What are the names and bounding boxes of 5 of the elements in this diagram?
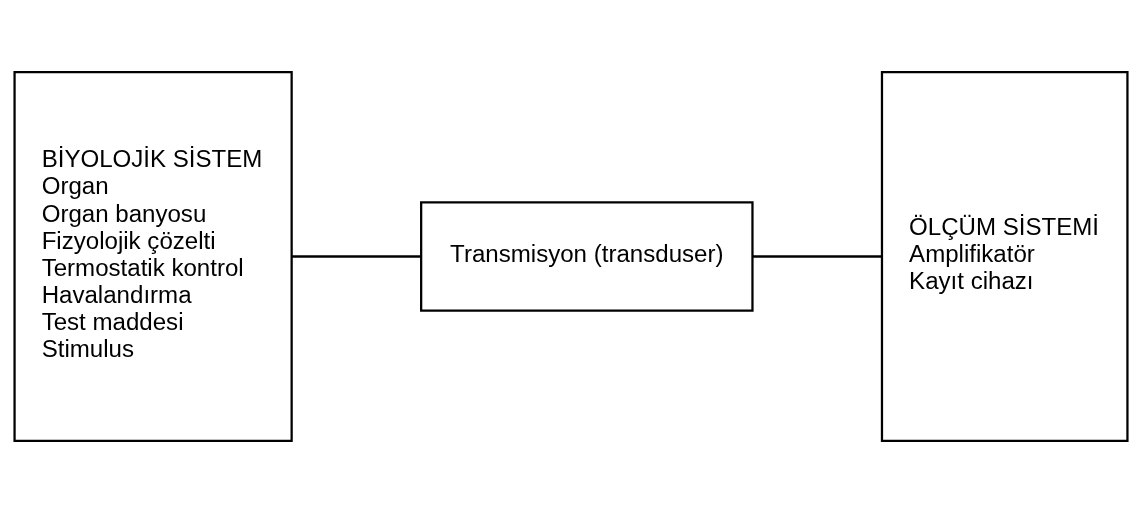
node-box: Transmisyon (transduser): [420, 201, 754, 312]
connector: [292, 255, 421, 258]
connector: [752, 255, 882, 258]
node-box: ÖLÇÜM SİSTEMİ Amplifikatör Kayıt cihazı: [880, 70, 1129, 443]
node-box: BİYOLOJİK SİSTEM Organ Organ banyosu Fizyolojik çözelti Termostatik kontrol Havalandırma Test maddesi Stimulus: [13, 70, 293, 443]
